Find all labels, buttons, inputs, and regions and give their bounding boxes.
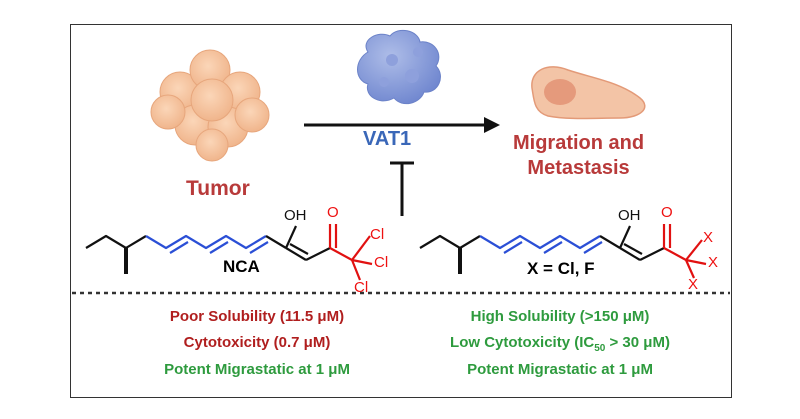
reaction-arrow (304, 117, 500, 133)
migrating-cell-icon (531, 66, 646, 120)
left-cl-atom-1: Cl (370, 226, 385, 243)
outcome-label: Migration and Metastasis (513, 131, 644, 181)
nca-structure (85, 224, 373, 281)
right-oh-atom: OH (618, 207, 641, 224)
vat1-protein-icon (357, 29, 441, 105)
ic-prefix: Low Cytotoxicity (IC (450, 334, 595, 351)
left-property-solubility: Poor Solubility (11.5 μM) (169, 308, 345, 325)
analog-structure (419, 224, 707, 279)
left-property-migrastatic: Potent Migrastatic at 1 μM (164, 361, 350, 378)
left-o-atom: O (327, 204, 339, 221)
outcome-label-line1: Migration and (513, 132, 645, 154)
left-cl-atom-2: Cl (374, 254, 389, 271)
figure-frame (70, 24, 732, 398)
analog-label: X = Cl, F (527, 259, 595, 278)
tumor-label: Tumor (186, 177, 250, 200)
right-property-migrastatic: Potent Migrastatic at 1 μM (467, 361, 653, 378)
inhibition-bar (390, 161, 414, 216)
vat1-label: VAT1 (363, 128, 412, 150)
right-x-atom-3: X (688, 276, 699, 293)
right-property-cytotoxicity: Low Cytotoxicity (IC50 > 30 μM) (450, 334, 670, 354)
left-oh-atom: OH (284, 207, 307, 224)
nca-label: NCA (223, 257, 260, 276)
right-property-solubility: High Solubility (>150 μM) (470, 308, 650, 325)
tumor-cells-icon (150, 49, 270, 162)
right-o-atom: O (661, 204, 673, 221)
left-property-cytotoxicity: Cytotoxicity (0.7 μM) (183, 334, 331, 351)
right-x-atom-2: X (708, 254, 719, 271)
left-cl-atom-3: Cl (354, 279, 369, 296)
outcome-label-line2: Metastasis (527, 157, 630, 179)
ic-subscript: 50 (594, 343, 606, 354)
ic-suffix: > 30 μM) (605, 334, 670, 351)
right-x-atom-1: X (703, 229, 714, 246)
